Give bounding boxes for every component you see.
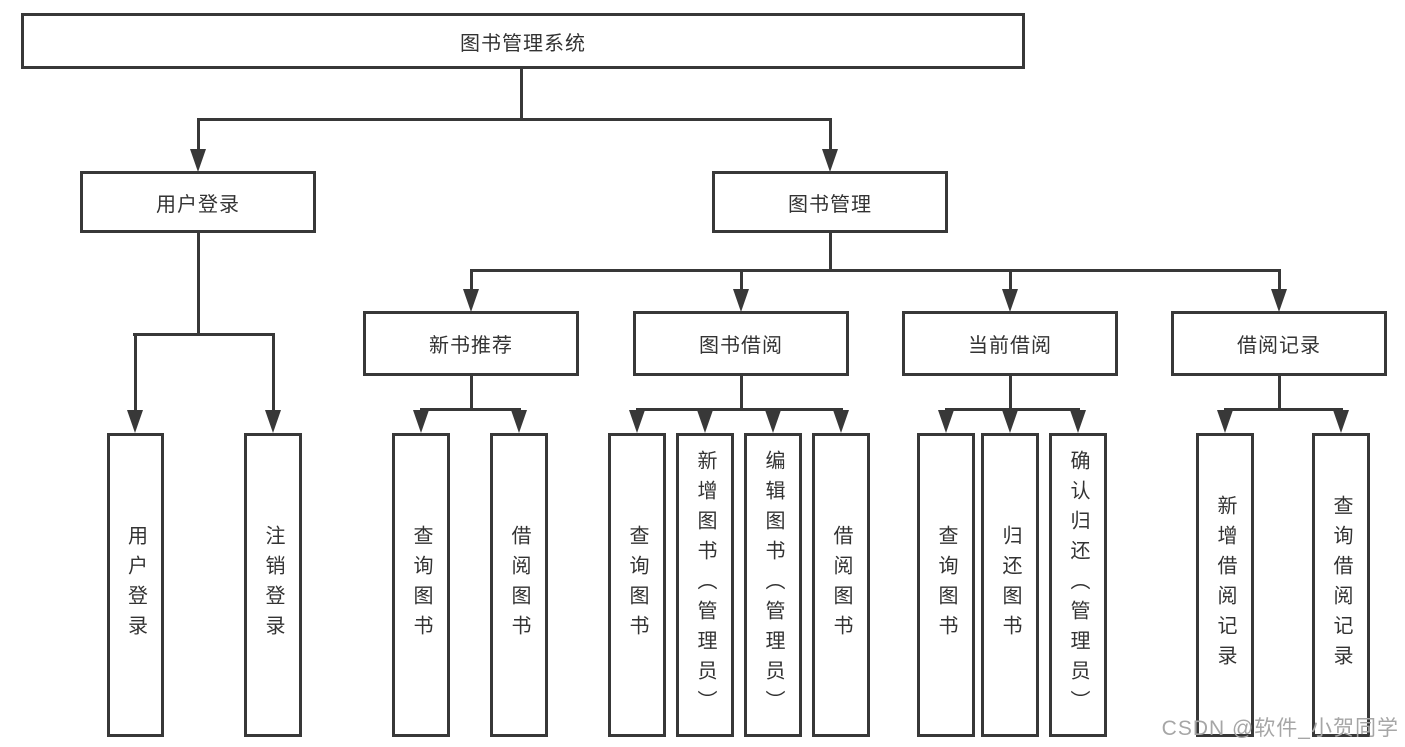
group-node-new-book-recommend: 新书推荐 [363, 311, 579, 376]
branch-node-user-login: 用户登录 [80, 171, 316, 233]
arrowhead-down-icon [1002, 289, 1018, 312]
leaf-node-user-login: 用户登录 [107, 433, 164, 737]
leaf-node-records-add-borrow-record: 新增借阅记录 [1196, 433, 1254, 737]
connector-line [272, 333, 275, 413]
arrowhead-down-icon [127, 410, 143, 433]
group-node-book-borrow: 图书借阅 [633, 311, 849, 376]
arrowhead-down-icon [1070, 410, 1086, 433]
leaf-node-borrow-borrow-books: 借阅图书 [812, 433, 870, 737]
connector-line [1278, 376, 1281, 411]
arrowhead-down-icon [463, 289, 479, 312]
connector-line [134, 333, 137, 413]
connector-line [520, 68, 523, 121]
arrowhead-down-icon [1217, 410, 1233, 433]
connector-line [197, 118, 832, 121]
connector-line [470, 269, 1281, 272]
leaf-node-recommend-borrow-books: 借阅图书 [490, 433, 548, 737]
leaf-node-borrow-add-books-admin: 新增图书（管理员） [676, 433, 734, 737]
leaf-node-borrow-query-books: 查询图书 [608, 433, 666, 737]
connector-line [1009, 376, 1012, 411]
arrowhead-down-icon [413, 410, 429, 433]
connector-line [945, 408, 1080, 411]
arrowhead-down-icon [1333, 410, 1349, 433]
arrowhead-down-icon [765, 410, 781, 433]
connector-line [1224, 408, 1343, 411]
group-node-borrow-records: 借阅记录 [1171, 311, 1387, 376]
leaf-node-current-confirm-return-admin: 确认归还（管理员） [1049, 433, 1107, 737]
arrowhead-down-icon [938, 410, 954, 433]
connector-line [829, 232, 832, 272]
root-node-library-management-system: 图书管理系统 [21, 13, 1025, 69]
connector-line [133, 333, 275, 336]
leaf-node-records-query-borrow-record: 查询借阅记录 [1312, 433, 1370, 737]
leaf-node-recommend-query-books: 查询图书 [392, 433, 450, 737]
arrowhead-down-icon [833, 410, 849, 433]
arrowhead-down-icon [629, 410, 645, 433]
connector-line [829, 118, 832, 152]
connector-line [470, 376, 473, 411]
arrowhead-down-icon [1002, 410, 1018, 433]
connector-line [1278, 269, 1281, 291]
leaf-node-logout: 注销登录 [244, 433, 302, 737]
connector-line [1009, 269, 1012, 291]
connector-line [197, 232, 200, 336]
arrowhead-down-icon [733, 289, 749, 312]
leaf-node-current-return-books: 归还图书 [981, 433, 1039, 737]
connector-line [197, 118, 200, 152]
arrowhead-down-icon [265, 410, 281, 433]
connector-line [420, 408, 521, 411]
arrowhead-down-icon [822, 149, 838, 172]
arrowhead-down-icon [697, 410, 713, 433]
arrowhead-down-icon [190, 149, 206, 172]
arrowhead-down-icon [1271, 289, 1287, 312]
leaf-node-borrow-edit-books-admin: 编辑图书（管理员） [744, 433, 802, 737]
group-node-current-borrow: 当前借阅 [902, 311, 1118, 376]
connector-line [470, 269, 473, 291]
connector-line [740, 269, 743, 291]
branch-node-book-management: 图书管理 [712, 171, 948, 233]
connector-line [636, 408, 843, 411]
csdn-watermark: CSDN @软件_小贺同学 [1161, 717, 1399, 740]
leaf-node-current-query-books: 查询图书 [917, 433, 975, 737]
connector-line [740, 376, 743, 411]
arrowhead-down-icon [511, 410, 527, 433]
